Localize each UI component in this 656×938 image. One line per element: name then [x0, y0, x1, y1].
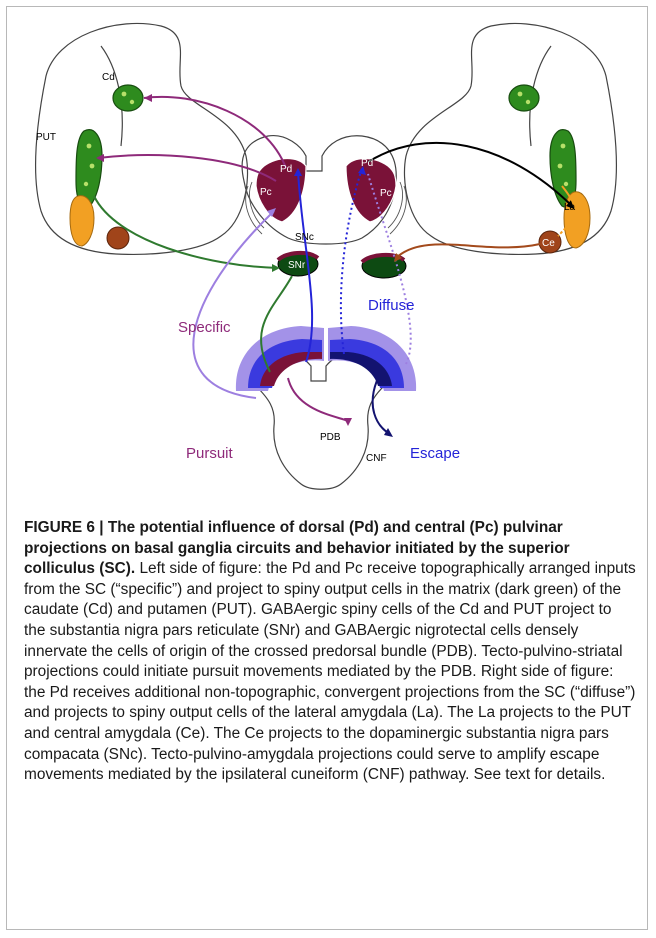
figure-caption: FIGURE 6 | The potential influence of do… [24, 518, 636, 786]
path-pd-to-la [368, 143, 572, 206]
label-escape: Escape [410, 445, 460, 462]
path-ce-to-snc [396, 244, 540, 258]
caudate-left [113, 85, 143, 111]
label-pd-left: Pd [280, 164, 292, 175]
path-pd-to-cd [144, 97, 286, 168]
label-cnf: CNF [366, 453, 387, 464]
lateral-amygdala-right [564, 192, 590, 248]
left-striatum [70, 85, 143, 249]
label-pc-right: Pc [380, 188, 392, 199]
caption-body: Left side of figure: the Pd and Pc recei… [24, 560, 636, 783]
label-put: PUT [36, 132, 56, 143]
label-pd-right: Pd [361, 158, 373, 169]
amygdala-left [70, 196, 94, 246]
path-pd-to-put [98, 155, 276, 181]
superior-colliculus-right [328, 326, 416, 391]
label-snc: SNc [295, 232, 314, 243]
label-ce: Ce [542, 238, 555, 249]
label-la: La [564, 202, 576, 213]
central-amygdala-left [107, 227, 129, 249]
path-pdb [288, 378, 348, 421]
left-hemisphere-outline [36, 23, 248, 254]
caudate-right [509, 85, 539, 111]
right-striatum [509, 85, 590, 253]
pathways [94, 94, 576, 437]
label-diffuse: Diffuse [368, 297, 414, 314]
pulvinar-right [346, 159, 406, 235]
label-cd: Cd [102, 72, 115, 83]
label-pc-left: Pc [260, 187, 272, 198]
label-snr: SNr [288, 260, 306, 271]
label-specific: Specific [178, 319, 231, 336]
label-pursuit: Pursuit [186, 445, 234, 462]
brain-circuit-diagram: Cd PUT Pd Pc SNc SNr Pd Pc La Ce Specifi… [6, 6, 646, 506]
label-pdb: PDB [320, 432, 341, 443]
